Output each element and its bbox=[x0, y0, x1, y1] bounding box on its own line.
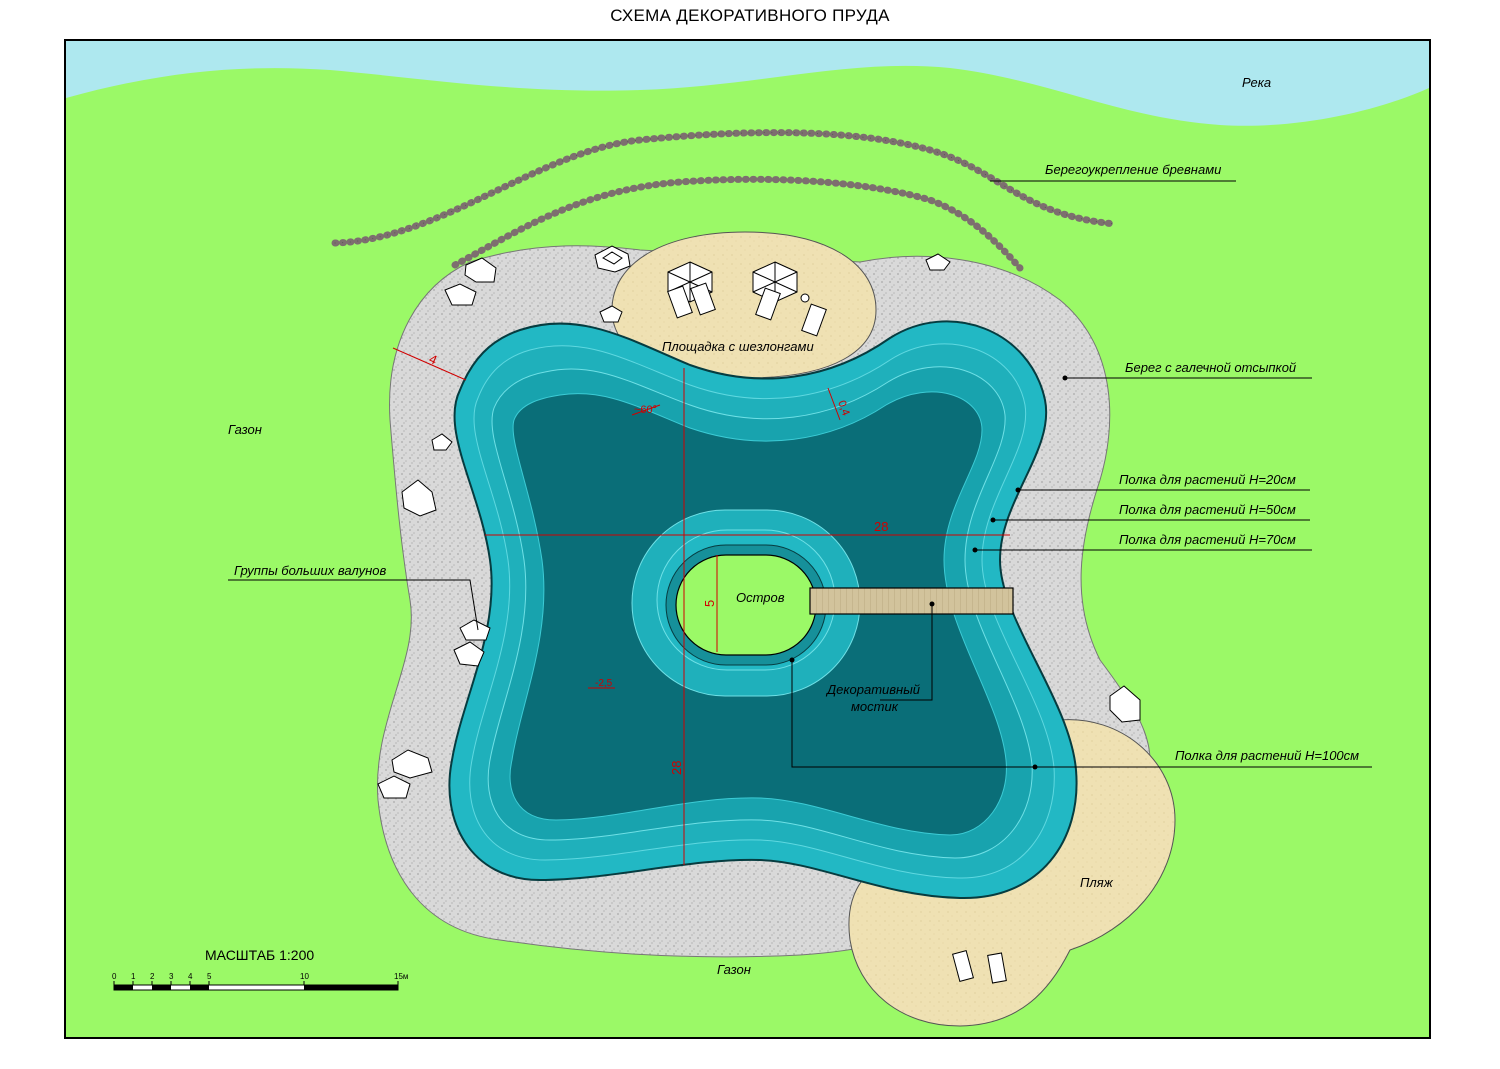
lawn-left-label: Газон bbox=[228, 422, 262, 437]
shelf-70-label: Полка для растений Н=70см bbox=[1119, 532, 1296, 547]
shelf-50-label: Полка для растений Н=50см bbox=[1119, 502, 1296, 517]
island-label: Остров bbox=[736, 590, 785, 605]
scale-tick: 5 bbox=[207, 972, 212, 981]
island-size-dim: 5 bbox=[702, 600, 717, 607]
island bbox=[631, 509, 861, 697]
pond-length-dim: 28 bbox=[669, 761, 684, 775]
lounger-icon bbox=[667, 282, 1007, 984]
log-bank bbox=[331, 129, 1119, 272]
bridge[interactable] bbox=[809, 587, 1014, 615]
boulders-label: Группы больших валунов bbox=[234, 563, 386, 578]
bridge-label-2: мостик bbox=[851, 699, 899, 714]
leader-lines bbox=[228, 180, 1372, 768]
pebble-bank-label: Берег с галечной отсыпкой bbox=[1125, 360, 1296, 375]
shelf-20-label: Полка для растений Н=20см bbox=[1119, 472, 1296, 487]
boulder-icon bbox=[377, 245, 1141, 799]
scale-tick: 3 bbox=[169, 972, 174, 981]
log-bank-label: Берегоукрепление бревнами bbox=[1045, 162, 1221, 177]
pond-width-dim: 28 bbox=[874, 519, 888, 534]
scale-tick: 4 bbox=[188, 972, 193, 981]
shelf-width-dim: 0,4 bbox=[835, 399, 852, 417]
bridge-label-1: Декоративный bbox=[825, 682, 920, 697]
shelf-100-label: Полка для растений Н=100см bbox=[1175, 748, 1359, 763]
beach-label: Пляж bbox=[1080, 875, 1114, 890]
scale-tick: 0 bbox=[112, 972, 117, 981]
river-label: Река bbox=[1242, 75, 1271, 90]
depth-dim: -2,5 bbox=[595, 678, 613, 689]
scale-tick: 1 bbox=[131, 972, 136, 981]
scale-bar: МАСШТАБ 1:200 0 1 2 3 4 5 10 15м bbox=[112, 947, 408, 991]
river bbox=[66, 41, 1429, 126]
deck-label: Площадка с шезлонгами bbox=[662, 339, 814, 354]
dimension-lines bbox=[392, 347, 1010, 865]
scale-tick: 2 bbox=[150, 972, 155, 981]
page-title: СХЕМА ДЕКОРАТИВНОГО ПРУДА bbox=[610, 6, 890, 25]
angle-dim: ~60° bbox=[634, 404, 657, 416]
scale-tick: 15м bbox=[394, 972, 408, 981]
leader-dots bbox=[789, 375, 1068, 770]
lawn-bottom-label: Газон bbox=[717, 962, 751, 977]
scale-tick: 10 bbox=[300, 972, 309, 981]
scale-title: МАСШТАБ 1:200 bbox=[205, 947, 314, 963]
